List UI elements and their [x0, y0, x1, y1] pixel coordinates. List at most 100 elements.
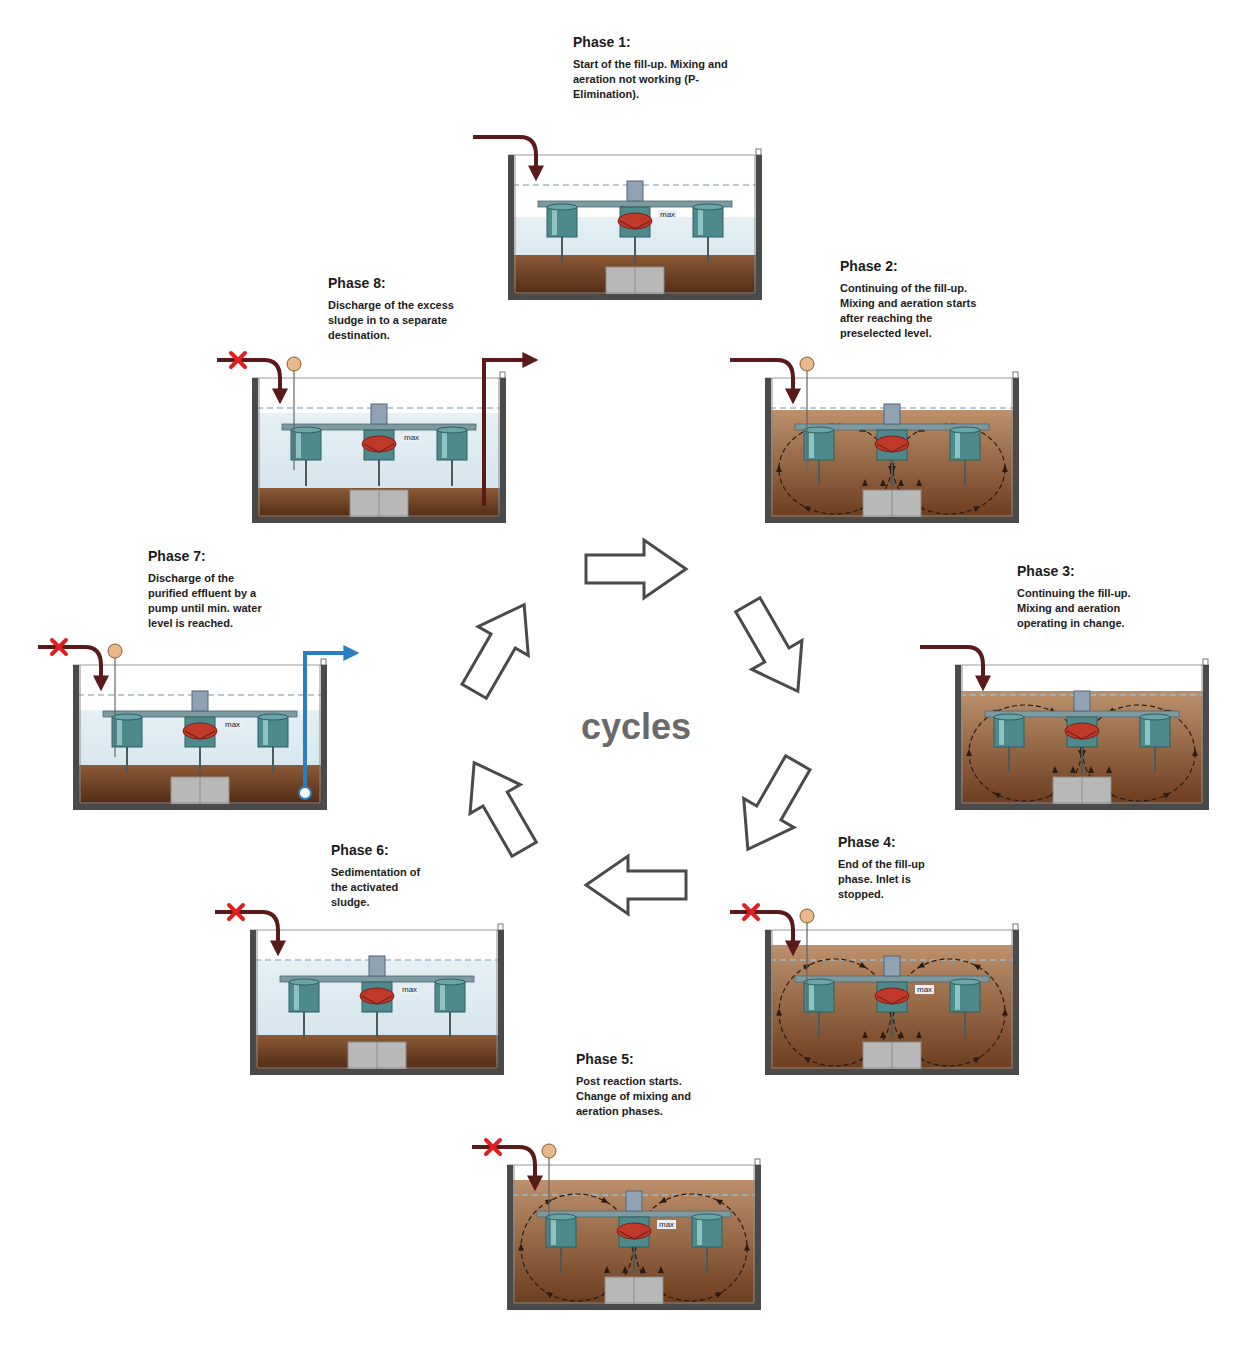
phase-text: Discharge of the excess sludge in to a s… [328, 298, 458, 343]
support-leg [634, 235, 636, 263]
top-frame [955, 665, 1209, 666]
inlet-closed-cross [486, 1140, 500, 1154]
tank-illustration [730, 905, 1019, 1072]
support-leg [272, 745, 274, 773]
support-leg [305, 458, 307, 486]
cylinder-highlight [117, 719, 122, 745]
frame-post [755, 1159, 760, 1165]
mixed-liquor [510, 1180, 758, 1307]
top-frame [73, 665, 327, 666]
support-leg [706, 1245, 708, 1273]
mixer-blade [364, 444, 394, 452]
flow-arrow [604, 1266, 610, 1273]
cylinder-highlight [296, 432, 301, 458]
aerator-cylinder [994, 717, 1024, 747]
phase-description: Phase 6:Sedimentation of the activated s… [331, 842, 436, 910]
phase-heading: Phase 2: [840, 258, 985, 275]
cylinder-top [950, 427, 980, 433]
mixer-blade [185, 731, 215, 739]
motor [192, 691, 208, 711]
water [253, 960, 501, 1072]
phase-text: Start of the fill-up. Mixing and aeratio… [573, 57, 738, 102]
flow-arrow [640, 1266, 646, 1273]
flow-arrow [1192, 749, 1198, 756]
flow-arrow [916, 1031, 922, 1038]
cylinder-highlight [955, 432, 960, 458]
flow-arrow [1002, 1009, 1008, 1016]
aerator-cylinder [547, 207, 577, 237]
level-sensor [108, 644, 122, 658]
tank-wall [76, 665, 324, 807]
cylinder-highlight [552, 209, 557, 235]
support-leg [449, 1010, 451, 1038]
top-frame [508, 155, 762, 156]
level-sensor [800, 357, 814, 371]
flow-arrow [859, 962, 868, 971]
frame-post [1203, 659, 1208, 665]
support-leg [376, 1010, 378, 1038]
flow-arrow [916, 962, 925, 971]
level-mark: max [223, 720, 242, 729]
top-frame [250, 930, 504, 931]
cylinder-top [994, 714, 1024, 720]
tank-illustration [217, 353, 532, 520]
support-leg [1154, 745, 1156, 773]
tank-wall-inner [259, 378, 499, 516]
flow-arrow [972, 962, 981, 971]
level-mark: max [657, 1220, 676, 1229]
support-leg [818, 1010, 820, 1038]
tank-wall-inner [515, 155, 755, 293]
tank-illustration [920, 647, 1209, 807]
cylinder-top [547, 204, 577, 210]
flow-arrow [744, 1244, 750, 1251]
flow-arrow [601, 1197, 610, 1206]
frame-post [321, 659, 326, 665]
support-leg [964, 458, 966, 486]
flow-arrow [862, 479, 868, 486]
tank-wall-inner [772, 930, 1012, 1068]
mixer [875, 436, 909, 452]
motor [627, 181, 643, 201]
support-leg [818, 458, 820, 486]
aerator-cylinder [289, 982, 319, 1012]
support-leg [1081, 745, 1083, 773]
level-sensor-pole [293, 371, 294, 470]
mixer-blade [362, 996, 392, 1004]
mixer-blade [877, 996, 907, 1004]
motor [884, 404, 900, 424]
flow-arrow [862, 1031, 868, 1038]
flow-arrow [776, 1009, 782, 1016]
level-sensor [800, 909, 814, 923]
aerator-cylinder [291, 430, 321, 460]
aerator-cylinder [1140, 717, 1170, 747]
cylinder-highlight [294, 984, 299, 1010]
phase-text: Continuing the fill-up. Mixing and aerat… [1017, 586, 1152, 631]
flow-arrow [544, 1289, 553, 1298]
cylinder-top [437, 427, 467, 433]
phase-heading: Phase 8: [328, 275, 458, 292]
cycle-arrow [586, 856, 686, 914]
cylinder-top [258, 714, 288, 720]
cylinder-top [804, 979, 834, 985]
tank-wall-inner [772, 378, 1012, 516]
flow-arrow [966, 749, 972, 756]
flow-arrow [622, 1266, 628, 1273]
tank-wall-inner [514, 1165, 754, 1303]
aerator-cylinder [692, 1217, 722, 1247]
mixed-liquor [768, 945, 1016, 1072]
support-leg [560, 1245, 562, 1273]
effluent-pipe [305, 653, 353, 789]
flow-arrow [898, 1031, 904, 1038]
phase-description: Phase 2:Continuing of the fill-up. Mixin… [840, 258, 985, 341]
phase-description: Phase 3:Continuing the fill-up. Mixing a… [1017, 563, 1152, 631]
flow-arrow [518, 1244, 524, 1251]
flow-arrow [1002, 465, 1008, 472]
cycle-arrow [723, 590, 823, 706]
phase-description: Phase 7:Discharge of the purified efflue… [148, 548, 273, 631]
support-leg [199, 745, 201, 773]
support-leg [1008, 745, 1010, 773]
flow-arrow [973, 504, 982, 512]
flow-arrow [880, 1031, 886, 1038]
level-mark: max [915, 985, 934, 994]
inlet-pipe [920, 647, 983, 685]
